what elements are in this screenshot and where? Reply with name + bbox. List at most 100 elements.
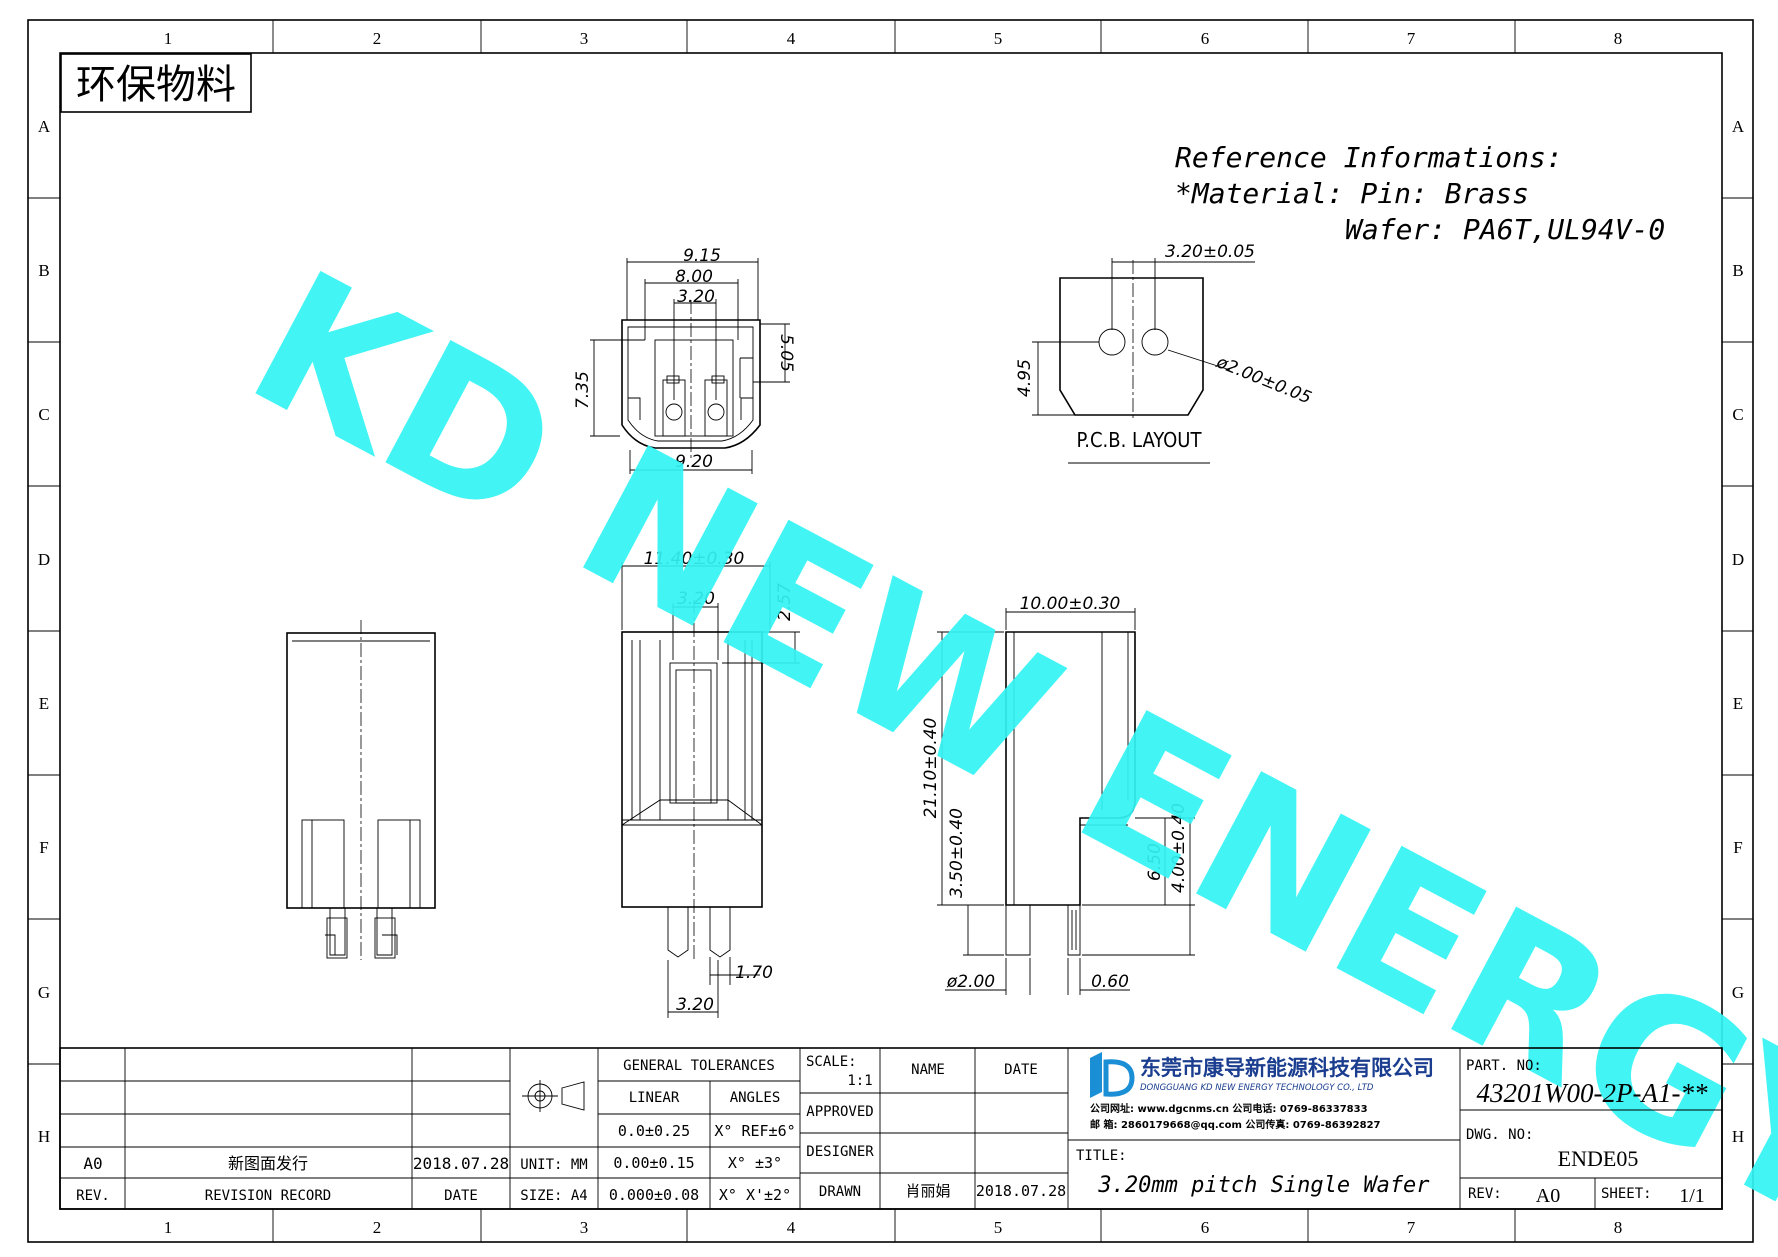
zone-col-6-bottom: 6 <box>1201 1218 1210 1237</box>
dim-side-width: 10.00±0.30 <box>1020 594 1121 614</box>
general-tolerances: GENERAL TOLERANCES <box>623 1058 775 1074</box>
zone-col-5-bottom: 5 <box>994 1218 1003 1237</box>
zone-col-3-bottom: 3 <box>580 1218 589 1237</box>
zone-column-labels-bottom: 1 2 3 4 5 6 7 8 <box>164 1218 1623 1237</box>
pcb-layout: 3.20±0.05 ø2.00±0.05 4.95 P.C.B. LAYOUT <box>1015 242 1314 464</box>
size-label: SIZE: A4 <box>520 1188 587 1204</box>
zone-row-f: F <box>39 838 48 857</box>
dim-top-inner-width: 8.00 <box>675 267 713 287</box>
zone-col-1: 1 <box>164 29 173 48</box>
tol-linear-3: 0.000±0.08 <box>609 1186 699 1204</box>
reference-wafer: Wafer: PA6T,UL94V-0 <box>1345 213 1665 246</box>
pcb-pitch-dim: 3.20±0.05 <box>1165 242 1255 262</box>
zone-row-e: E <box>39 694 49 713</box>
designer-label: DESIGNER <box>806 1144 874 1160</box>
title-block: A0 新图面发行 2018.07.28 REV. REVISION RECORD… <box>59 1047 1723 1210</box>
zone-col-2-bottom: 2 <box>373 1218 382 1237</box>
pcb-height-dim: 4.95 <box>1015 359 1035 397</box>
pcb-hole-dim: ø2.00±0.05 <box>1213 352 1314 409</box>
zone-row-labels-right: A B C D E F G H <box>1732 117 1745 1146</box>
pcb-layout-label: P.C.B. LAYOUT <box>1077 428 1203 452</box>
rev-header: REV. <box>76 1188 110 1204</box>
dim-front-pitch: 3.20 <box>677 589 715 609</box>
dim-front-pin-width: 1.70 <box>735 963 773 983</box>
side-view: 10.00±0.30 21.10±0.40 3.50±0.40 6.50 4.0… <box>921 594 1195 995</box>
zone-col-6: 6 <box>1201 29 1210 48</box>
zone-row-b-right: B <box>1732 261 1743 280</box>
dim-side-pin: 3.50±0.40 <box>947 808 967 898</box>
dim-side-diameter: ø2.00 <box>946 972 995 992</box>
zone-row-g-right: G <box>1732 983 1744 1002</box>
dim-top-pitch: 3.20 <box>677 287 715 307</box>
company-name-cn: 东莞市康导新能源科技有限公司 <box>1140 1056 1434 1080</box>
scale-label: SCALE: <box>806 1054 857 1070</box>
zone-row-c-right: C <box>1732 405 1743 424</box>
dim-front-width: 11.40±0.30 <box>644 549 745 569</box>
sheet-value: 1/1 <box>1679 1185 1705 1207</box>
zone-dividers <box>28 20 1753 1242</box>
dim-side-thickness: 0.60 <box>1091 972 1129 992</box>
reference-material: *Material: Pin: Brass <box>1175 177 1529 210</box>
zone-row-a: A <box>38 117 51 136</box>
dim-top-right-height: 5.05 <box>776 334 796 372</box>
zone-column-labels-top: 1 2 3 4 5 6 7 8 <box>164 29 1623 48</box>
dim-side-height: 21.10±0.40 <box>921 718 941 819</box>
revision-rev: A0 <box>83 1154 102 1173</box>
dim-top-bottom-width: 9.20 <box>675 452 713 472</box>
part-number: 43201W00-2P-A1-** <box>1477 1078 1708 1108</box>
reference-title: Reference Informations: <box>1175 141 1563 174</box>
dim-side-right2: 4.00±0.40 <box>1169 803 1189 893</box>
dim-top-height: 7.35 <box>573 371 593 409</box>
stamp-text: 环保物料 <box>76 62 236 108</box>
zone-row-c: C <box>38 405 49 424</box>
zone-row-g: G <box>38 983 50 1002</box>
zone-row-h-right: H <box>1732 1127 1744 1146</box>
zone-row-b: B <box>38 261 49 280</box>
revision-date: 2018.07.28 <box>413 1154 509 1173</box>
company-name-en: DONGGUANG KD NEW ENERGY TECHNOLOGY CO., … <box>1140 1083 1374 1093</box>
rev-label: REV: <box>1468 1186 1502 1202</box>
dwg-no-label: DWG. NO: <box>1466 1127 1533 1143</box>
front-view: 11.40±0.30 3.20 2.57 1.70 3.20 <box>621 549 800 1018</box>
zone-col-7-bottom: 7 <box>1407 1218 1416 1237</box>
approved-label: APPROVED <box>806 1104 873 1120</box>
date-col-header: DATE <box>1004 1062 1038 1078</box>
zone-col-4: 4 <box>787 29 796 48</box>
zone-col-1-bottom: 1 <box>164 1218 173 1237</box>
zone-row-f-right: F <box>1733 838 1742 857</box>
zone-col-2: 2 <box>373 29 382 48</box>
tol-angle-1: X° REF±6° <box>714 1122 795 1140</box>
stamp-box <box>60 53 252 113</box>
dwg-number: ENDE05 <box>1558 1146 1639 1171</box>
dim-side-right1: 6.50 <box>1145 843 1165 881</box>
tol-linear-1: 0.0±0.25 <box>618 1122 690 1140</box>
zone-row-d: D <box>38 550 50 569</box>
company-contact-1: 公司网址: www.dgcnms.cn 公司电话: 0769-86337833 <box>1090 1102 1368 1115</box>
drawing-title: 3.20mm pitch Single Wafer <box>1097 1173 1430 1198</box>
date-header: DATE <box>444 1188 478 1204</box>
zone-col-8: 8 <box>1614 29 1623 48</box>
zone-col-5: 5 <box>994 29 1003 48</box>
drawn-date: 2018.07.28 <box>976 1182 1066 1200</box>
zone-row-d-right: D <box>1732 550 1744 569</box>
unit-label: UNIT: MM <box>520 1157 587 1173</box>
record-header: REVISION RECORD <box>205 1188 331 1204</box>
zone-row-h: H <box>38 1127 50 1146</box>
zone-col-8-bottom: 8 <box>1614 1218 1623 1237</box>
zone-row-a-right: A <box>1732 117 1745 136</box>
linear-header: LINEAR <box>629 1090 680 1106</box>
drawn-name: 肖丽娟 <box>905 1182 950 1200</box>
top-view: 9.15 8.00 3.20 9.20 7.35 5.05 <box>573 246 796 474</box>
dim-top-width: 9.15 <box>683 246 721 266</box>
tol-angle-3: X° X'±2° <box>719 1186 791 1204</box>
company-logo-icon <box>1090 1052 1135 1098</box>
zone-col-3: 3 <box>580 29 589 48</box>
dim-front-pin-pitch: 3.20 <box>676 995 714 1015</box>
scale-value: 1:1 <box>847 1073 872 1089</box>
name-header: NAME <box>911 1062 945 1078</box>
part-no-label: PART. NO: <box>1466 1058 1542 1074</box>
company-contact-2: 邮 箱: 2860179668@qq.com 公司传真: 0769-863928… <box>1090 1118 1381 1131</box>
projection-symbol-icon <box>522 1080 585 1112</box>
drawn-label: DRAWN <box>819 1184 861 1200</box>
